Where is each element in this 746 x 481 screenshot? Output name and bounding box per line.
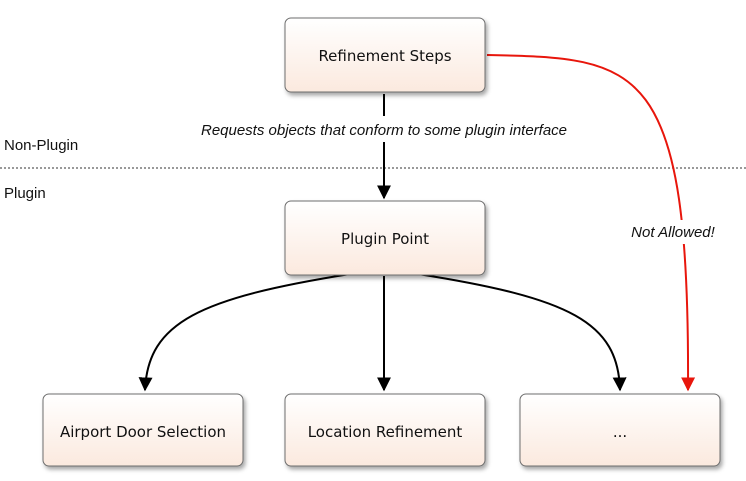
node-plugin-point-label: Plugin Point (341, 230, 429, 248)
node-plugin-point: Plugin Point (284, 200, 486, 276)
node-location-refinement: Location Refinement (284, 393, 486, 467)
node-ellipsis: ... (519, 393, 721, 467)
request-edge-label: Requests objects that conform to some pl… (201, 122, 567, 139)
node-refinement-steps-label: Refinement Steps (318, 47, 451, 65)
request-label-backdrop (160, 116, 608, 142)
not-allowed-label-backdrop (617, 220, 729, 244)
plugin-to-ellipsis-arrow (417, 273, 627, 392)
node-airport-door-selection: Airport Door Selection (42, 393, 244, 467)
non-plugin-region-label: Non-Plugin (4, 137, 78, 154)
node-airport-door-selection-label: Airport Door Selection (60, 423, 226, 441)
not-allowed-label: Not Allowed! (631, 224, 715, 241)
node-ellipsis-label: ... (613, 423, 627, 441)
node-location-refinement-label: Location Refinement (308, 423, 463, 441)
node-refinement-steps: Refinement Steps (284, 17, 486, 93)
plugin-region-label: Plugin (4, 185, 46, 202)
not-allowed-arrow (486, 54, 696, 392)
plugin-to-airport-arrow (138, 273, 351, 392)
